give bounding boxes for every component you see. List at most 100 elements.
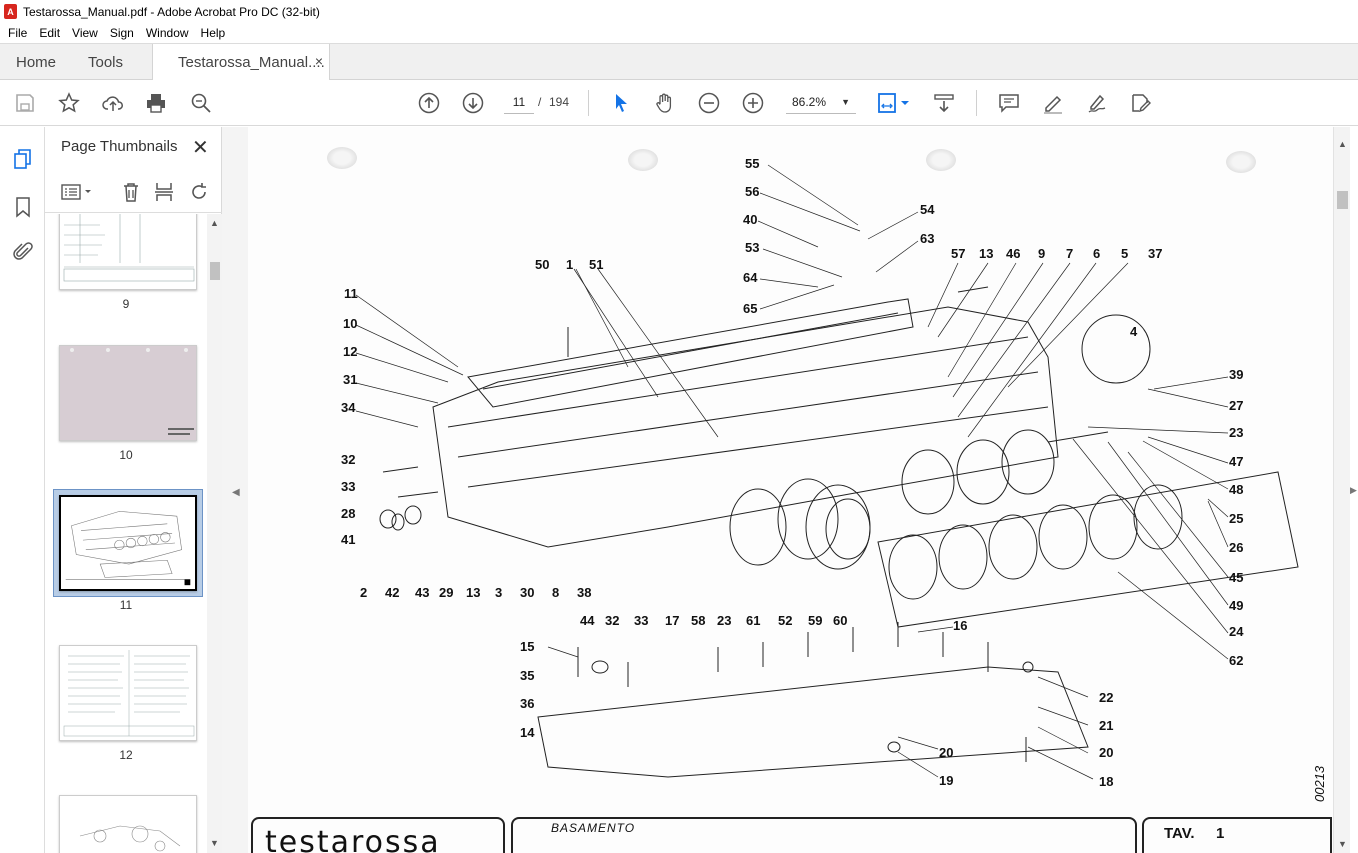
- part-number: 40: [743, 212, 758, 227]
- acrobat-icon: A: [4, 4, 17, 19]
- scroll-down-icon[interactable]: ▼: [210, 838, 219, 848]
- chevron-left-icon[interactable]: ◀: [232, 487, 240, 498]
- part-number: 11: [344, 286, 358, 301]
- panel-collapse-handle[interactable]: ◀: [222, 127, 248, 853]
- upload-icon[interactable]: [101, 91, 125, 115]
- rotate-page-icon[interactable]: [186, 180, 212, 204]
- part-number: 12: [343, 344, 358, 359]
- save-icon[interactable]: [13, 91, 37, 115]
- draw-sign-icon[interactable]: [1085, 91, 1109, 115]
- part-number: 38: [577, 585, 592, 600]
- thumbnail-list: 9 10 11: [45, 214, 207, 853]
- part-number: 21: [1099, 718, 1114, 733]
- thumbnail-label: 11: [119, 598, 133, 612]
- menu-help[interactable]: Help: [200, 26, 226, 40]
- part-number: 28: [341, 506, 356, 521]
- edit-pdf-icon[interactable]: [1128, 91, 1152, 115]
- comment-icon[interactable]: [997, 91, 1021, 115]
- scroll-up-icon[interactable]: ▲: [1338, 139, 1347, 149]
- part-number: 22: [1099, 690, 1114, 705]
- menu-window[interactable]: Window: [145, 26, 189, 40]
- menu-sign[interactable]: Sign: [109, 26, 134, 40]
- part-number: 29: [439, 585, 454, 600]
- thumbnail-page-13[interactable]: [59, 795, 197, 853]
- options-menu-icon[interactable]: [59, 180, 95, 204]
- part-number: 32: [341, 452, 356, 467]
- scroll-down-icon[interactable]: ▼: [1338, 839, 1347, 849]
- drawing-code: 00213: [1312, 765, 1327, 802]
- thumbnail-scrollbar[interactable]: ▲ ▼: [207, 214, 222, 853]
- tab-close-icon[interactable]: ×: [314, 53, 323, 69]
- part-number: 63: [920, 231, 935, 246]
- document-view[interactable]: 55 56 40 54 53 63 64 65 50 1 51 57 13 46…: [248, 127, 1333, 853]
- part-number: 17: [665, 613, 680, 628]
- part-number: 19: [939, 773, 954, 788]
- part-number: 33: [341, 479, 356, 494]
- thumbnail-page-11[interactable]: [59, 495, 197, 591]
- scroll-up-icon[interactable]: ▲: [210, 218, 219, 228]
- toolbar-separator: [976, 90, 977, 116]
- menu-edit[interactable]: Edit: [39, 26, 61, 40]
- delete-page-icon[interactable]: [118, 180, 144, 204]
- menu-view[interactable]: View: [72, 26, 98, 40]
- part-number: 50: [535, 257, 550, 272]
- hand-tool-icon[interactable]: [653, 91, 677, 115]
- scrollbar-thumb[interactable]: [1337, 191, 1348, 209]
- thumbnail-page-10[interactable]: [59, 345, 197, 441]
- chevron-down-icon: ▼: [841, 97, 850, 107]
- part-number: 4: [1130, 324, 1138, 339]
- right-panel-handle[interactable]: ▶: [1350, 127, 1358, 853]
- tab-home[interactable]: Home: [16, 53, 57, 71]
- menu-file[interactable]: File: [8, 26, 28, 40]
- thumbnail-label: 10: [119, 448, 133, 462]
- part-number: 39: [1229, 367, 1244, 382]
- page-thumbnails-icon[interactable]: [11, 147, 35, 171]
- part-number: 58: [691, 613, 706, 628]
- attachment-icon[interactable]: [11, 240, 35, 264]
- part-number: 9: [1038, 246, 1046, 261]
- select-cursor-icon[interactable]: [609, 91, 633, 115]
- scrollbar-thumb[interactable]: [210, 262, 220, 280]
- zoom-level-select[interactable]: 86.2% ▼: [786, 90, 856, 114]
- page-number-input[interactable]: 11: [504, 90, 534, 114]
- document-scrollbar[interactable]: ▲ ▼: [1333, 127, 1350, 853]
- thumbnail-page-9[interactable]: [59, 214, 197, 290]
- toolbar-separator: [588, 90, 589, 116]
- fit-page-icon[interactable]: [876, 91, 912, 115]
- part-number: 3: [495, 585, 503, 600]
- zoom-out-icon[interactable]: [697, 91, 721, 115]
- highlight-pen-icon[interactable]: [1041, 91, 1065, 115]
- table-number: 1: [1216, 825, 1225, 842]
- tab-tools[interactable]: Tools: [88, 53, 124, 71]
- part-number: 55: [745, 156, 760, 171]
- part-number: 60: [833, 613, 848, 628]
- zoom-search-icon[interactable]: [189, 91, 213, 115]
- chevron-right-icon[interactable]: ▶: [1350, 485, 1357, 495]
- extract-page-icon[interactable]: [151, 180, 177, 204]
- part-number: 49: [1229, 598, 1244, 613]
- close-panel-icon[interactable]: ✕: [192, 137, 209, 159]
- bookmark-icon[interactable]: [11, 195, 35, 219]
- part-number: 5: [1121, 246, 1129, 261]
- part-number: 20: [939, 745, 954, 760]
- zoom-in-icon[interactable]: [741, 91, 765, 115]
- part-number: 33: [634, 613, 649, 628]
- navigation-rail: [0, 127, 45, 853]
- part-number: 64: [743, 270, 758, 285]
- next-page-icon[interactable]: [461, 91, 485, 115]
- tab-document[interactable]: Testarossa_Manual.... ×: [152, 44, 330, 81]
- star-icon[interactable]: [57, 91, 81, 115]
- print-icon[interactable]: [144, 91, 168, 115]
- part-number: 59: [808, 613, 823, 628]
- part-number: 23: [717, 613, 732, 628]
- part-number: 25: [1229, 511, 1244, 526]
- scroll-mode-icon[interactable]: [932, 91, 956, 115]
- previous-page-icon[interactable]: [417, 91, 441, 115]
- part-number: 32: [605, 613, 620, 628]
- panel-title: Page Thumbnails: [61, 138, 178, 155]
- panel-toolbar: [45, 173, 222, 213]
- pdf-page: 55 56 40 54 53 63 64 65 50 1 51 57 13 46…: [248, 127, 1333, 853]
- part-number: 41: [341, 532, 356, 547]
- part-number: 10: [343, 316, 358, 331]
- thumbnail-page-12[interactable]: [59, 645, 197, 741]
